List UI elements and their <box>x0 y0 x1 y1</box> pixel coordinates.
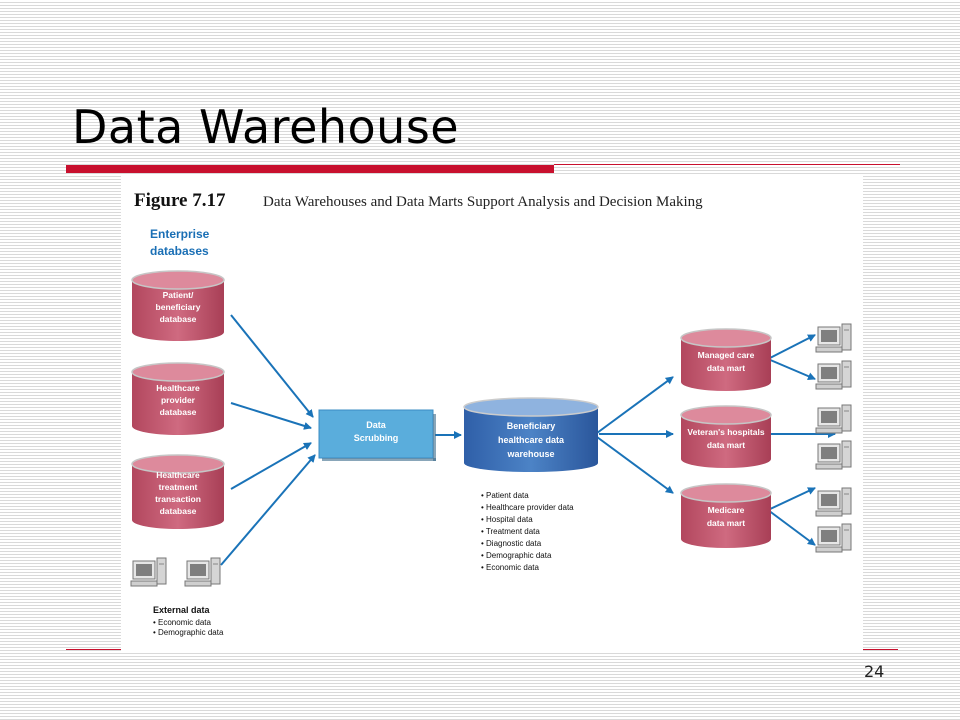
computer-icon <box>815 323 852 353</box>
enterprise-heading-line2: databases <box>150 244 209 258</box>
warehouse-content-item: • Treatment data <box>481 527 540 536</box>
footer-rule-left <box>66 649 122 650</box>
flow-arrow-1 <box>230 314 314 418</box>
computer-icon <box>815 404 852 434</box>
figure-diagram: Figure 7.17 Data Warehouses and Data Mar… <box>130 190 852 637</box>
computer-icon <box>184 557 221 587</box>
slide-title: Data Warehouse <box>72 100 460 154</box>
computer-icon <box>130 557 167 587</box>
flow-arrow-3 <box>230 442 312 490</box>
data-mart-3-label-line2: data mart <box>707 518 745 528</box>
enterprise-db-3-label-line3: transaction <box>155 494 201 504</box>
enterprise-db-1-label-line3: database <box>160 314 197 324</box>
enterprise-db-3-label-line1: Healthcare <box>156 470 200 480</box>
flow-arrow-2 <box>230 402 312 430</box>
warehouse-label-line2: healthcare data <box>498 435 565 445</box>
warehouse-content-item: • Diagnostic data <box>481 539 542 548</box>
external-data-item: • Economic data <box>153 618 211 627</box>
enterprise-db-2-label-line3: database <box>160 407 197 417</box>
scrubbing-label-line1: Data <box>366 420 387 430</box>
data-mart-2-label-line2: data mart <box>707 440 745 450</box>
computer-icon <box>815 487 852 517</box>
flow-arrow-9 <box>767 334 816 360</box>
enterprise-db-3-label-line4: database <box>160 506 197 516</box>
footer-rule-right <box>862 649 898 650</box>
enterprise-db-1: Patient/beneficiary database <box>131 270 225 341</box>
computer-icon <box>815 523 852 553</box>
warehouse-content-item: • Economic data <box>481 563 539 572</box>
enterprise-heading-line1: Enterprise <box>150 227 210 241</box>
title-underline-thin <box>554 164 900 165</box>
data-mart-2-label-line1: Veteran's hospitals <box>687 427 764 437</box>
figure-caption: Data Warehouses and Data Marts Support A… <box>263 194 703 210</box>
flow-arrow-13 <box>767 509 816 546</box>
enterprise-db-2-label-line2: provider <box>161 395 196 405</box>
warehouse-label-line1: Beneficiary <box>507 421 556 431</box>
warehouse-label-line3: warehouse <box>506 449 554 459</box>
enterprise-db-2: Healthcare provider database <box>131 362 225 435</box>
data-mart-1-label-line2: data mart <box>707 363 745 373</box>
flow-arrow-10 <box>767 358 816 380</box>
warehouse-database: Beneficiary healthcare data warehouse <box>463 397 599 472</box>
warehouse-content-item: • Healthcare provider data <box>481 503 574 512</box>
figure-panel: Figure 7.17 Data Warehouses and Data Mar… <box>121 175 863 651</box>
computer-icon <box>815 360 852 390</box>
enterprise-db-1-label-line1: Patient/ <box>163 290 194 300</box>
enterprise-db-2-label-line1: Healthcare <box>156 383 200 393</box>
data-mart-2: Veteran's hospitals data mart <box>680 405 772 468</box>
warehouse-content-item: • Hospital data <box>481 515 533 524</box>
flow-arrow-4 <box>220 454 316 566</box>
figure-number: Figure 7.17 <box>134 190 226 211</box>
enterprise-db-1-label-line2: beneficiary <box>156 302 201 312</box>
external-data-heading: External data <box>153 605 211 615</box>
data-mart-1-label-line1: Managed care <box>698 350 755 360</box>
data-mart-3: Medicare data mart <box>680 483 772 548</box>
computer-icon <box>815 440 852 470</box>
data-scrubbing-box: Data Scrubbing <box>318 409 436 461</box>
data-mart-1: Managed care data mart <box>680 328 772 391</box>
warehouse-content-item: • Patient data <box>481 491 529 500</box>
external-data-item: • Demographic data <box>153 628 224 637</box>
enterprise-db-3: Healthcare treatment transaction database <box>131 454 225 529</box>
warehouse-contents-list: • Patient data • Healthcare provider data… <box>481 491 574 572</box>
enterprise-databases: Patient/beneficiarydatabaseHealthcarepro… <box>131 270 225 529</box>
flow-arrows <box>220 314 836 566</box>
title-underline-thick <box>66 165 554 173</box>
scrubbing-label-line2: Scrubbing <box>354 433 399 443</box>
warehouse-content-item: • Demographic data <box>481 551 552 560</box>
external-data-list: • Economic data• Demographic data <box>153 618 224 637</box>
computer-icons <box>130 323 852 587</box>
flow-arrow-6 <box>596 376 674 434</box>
flow-arrow-8 <box>596 436 674 494</box>
flow-arrow-12 <box>767 487 816 511</box>
page-number: 24 <box>864 662 885 681</box>
data-mart-3-label-line1: Medicare <box>708 505 745 515</box>
enterprise-db-3-label-line2: treatment <box>159 482 198 492</box>
